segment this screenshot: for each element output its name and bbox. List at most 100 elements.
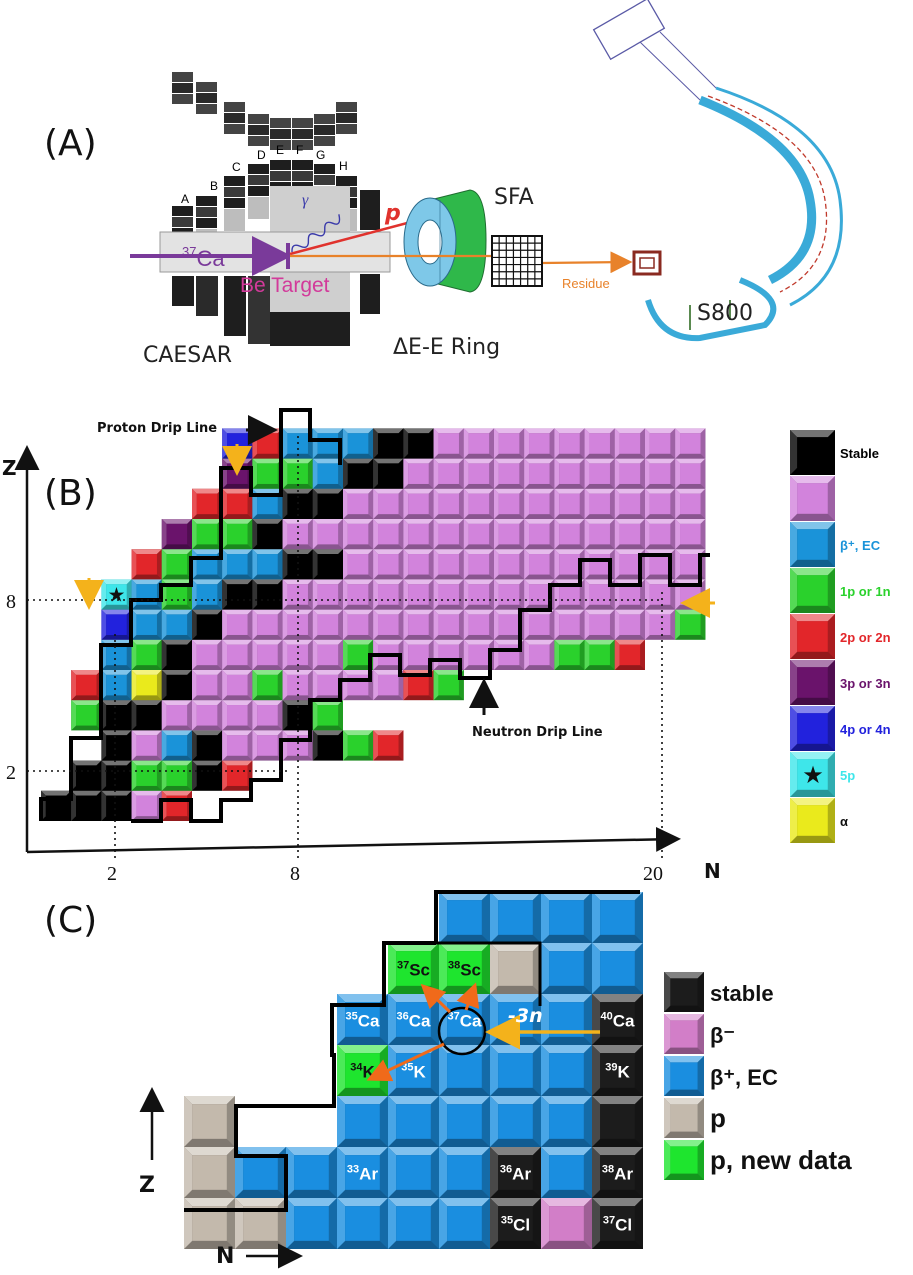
sfa-detector: [491, 235, 543, 287]
neutron-drip-outline: [131, 553, 710, 823]
nuclide-cell: [494, 549, 525, 580]
chart-c-outline: [184, 890, 640, 1212]
nuclide-cell: [71, 670, 102, 701]
nuclide-cell: [433, 458, 464, 489]
nuclide-cell: [388, 943, 439, 994]
caesar-crystal: [248, 276, 270, 344]
caesar-crystal: [292, 118, 313, 128]
caesar-crystal: [196, 104, 217, 114]
nuclide-cell: [614, 609, 645, 640]
nuclide-cell: [403, 458, 434, 489]
panel-a-label: (A): [44, 123, 97, 164]
nuclide-cell: [592, 1147, 643, 1198]
nuclide-cell: [645, 428, 676, 459]
nuclide-cell: [433, 609, 464, 640]
legend-c-swatch: [664, 1056, 704, 1096]
nuclide-cell: [222, 700, 253, 731]
nuclide-cell: [101, 700, 132, 731]
caesar-label: CAESAR: [143, 343, 232, 368]
nuclide-cell: [403, 428, 434, 459]
nuclide-cell: [312, 579, 343, 610]
nuclide-cell: [312, 458, 343, 489]
nuclide-cell: [541, 1096, 592, 1147]
nuclide-cell: [614, 488, 645, 519]
nuclide-cell: [192, 549, 223, 580]
nuclide-cell: [592, 1096, 643, 1147]
nuclide-cell: [433, 549, 464, 580]
nuclide-cell: [403, 549, 434, 580]
panel-b: (B) ★ Z N 2 8 20 8 2 Proton Drip Line Ne…: [2, 408, 891, 885]
nuclide-cell: [584, 458, 615, 489]
nuclide-chart-b: ★: [41, 428, 706, 821]
nuclide-cell: [373, 579, 404, 610]
nuclide-label: 35Ca: [346, 1011, 381, 1031]
nuclide-cell: [645, 488, 676, 519]
legend-c-label: p, new data: [710, 1145, 852, 1175]
nuclide-cell: [343, 519, 374, 550]
nuclide-cell: [252, 579, 283, 610]
nuclide-cell: [252, 519, 283, 550]
proton-drip-label: Proton Drip Line: [97, 421, 217, 436]
nuclide-cell: [282, 519, 313, 550]
p-emission-arrow-k34: [366, 1042, 445, 1082]
p-emission-arrow-sc38: [456, 982, 480, 1011]
nuclide-cell: [524, 519, 555, 550]
nuclide-cell: [222, 579, 253, 610]
nuclide-cell: [222, 670, 253, 701]
nuclide-label: 40Ca: [601, 1011, 636, 1031]
nuclide-cell: [614, 519, 645, 550]
legend-b-swatch: [790, 430, 835, 475]
nuclide-cell: [524, 488, 555, 519]
caesar-crystal: [270, 312, 350, 346]
nuclide-cell: [337, 1096, 388, 1147]
nuclide-cell: [463, 488, 494, 519]
nuclide-cell: [161, 670, 192, 701]
nuclide-cell: [184, 1147, 235, 1198]
nuclide-cell: [463, 609, 494, 640]
nuclide-cell: [439, 943, 490, 994]
nuclide-cell: [343, 549, 374, 580]
nuclide-cell: [252, 700, 283, 731]
nuclide-cell: [541, 994, 592, 1045]
nuclide-cell: [439, 1198, 490, 1249]
caesar-crystal: [270, 118, 291, 128]
nuclide-cell: [252, 639, 283, 670]
nuclide-cell: [494, 458, 525, 489]
nuclide-cell: [433, 428, 464, 459]
x-tick-8: 8: [290, 863, 300, 885]
nuclide-cell: [252, 549, 283, 580]
nuclide-cell: [222, 519, 253, 550]
nuclide-cell: [192, 488, 223, 519]
legend-b-swatch: [790, 614, 835, 659]
nuclide-cell: [373, 549, 404, 580]
nuclide-cell: [541, 943, 592, 994]
nuclide-cell: [433, 670, 464, 701]
nuclide-cell: [490, 1147, 541, 1198]
star-icon: ★: [108, 585, 126, 607]
nuclide-cell: [524, 639, 555, 670]
detector-letters: A B C D E F G H: [181, 143, 348, 206]
nuclide-cell: [541, 1198, 592, 1249]
nuclide-cell: [403, 519, 434, 550]
nuclide-label: 35Cl: [501, 1215, 530, 1235]
nuclide-cell: [312, 549, 343, 580]
nuclide-cell: [554, 458, 585, 489]
legend-b-label-alpha: α: [840, 814, 848, 829]
nuclide-cell: [494, 428, 525, 459]
detector-letter: A: [181, 192, 189, 206]
nuclide-cell: [403, 488, 434, 519]
nuclide-cell: [490, 1096, 541, 1147]
nuclide-cell: [433, 519, 464, 550]
nuclide-cell: [490, 1198, 541, 1249]
nuclide-cell: [592, 943, 643, 994]
legend-c-swatch: [664, 972, 704, 1012]
nuclide-cell: [192, 730, 223, 761]
z-axis-c-label: Z: [139, 1173, 155, 1198]
nuclide-cell: [554, 488, 585, 519]
caesar-crystal: [270, 140, 291, 150]
nuclide-cell: [388, 1096, 439, 1147]
legend-b-label-two: 2p or 2n: [840, 630, 891, 645]
nuclide-cell: [131, 730, 162, 761]
nuclide-cell: [373, 519, 404, 550]
nuclide-cell: [131, 639, 162, 670]
